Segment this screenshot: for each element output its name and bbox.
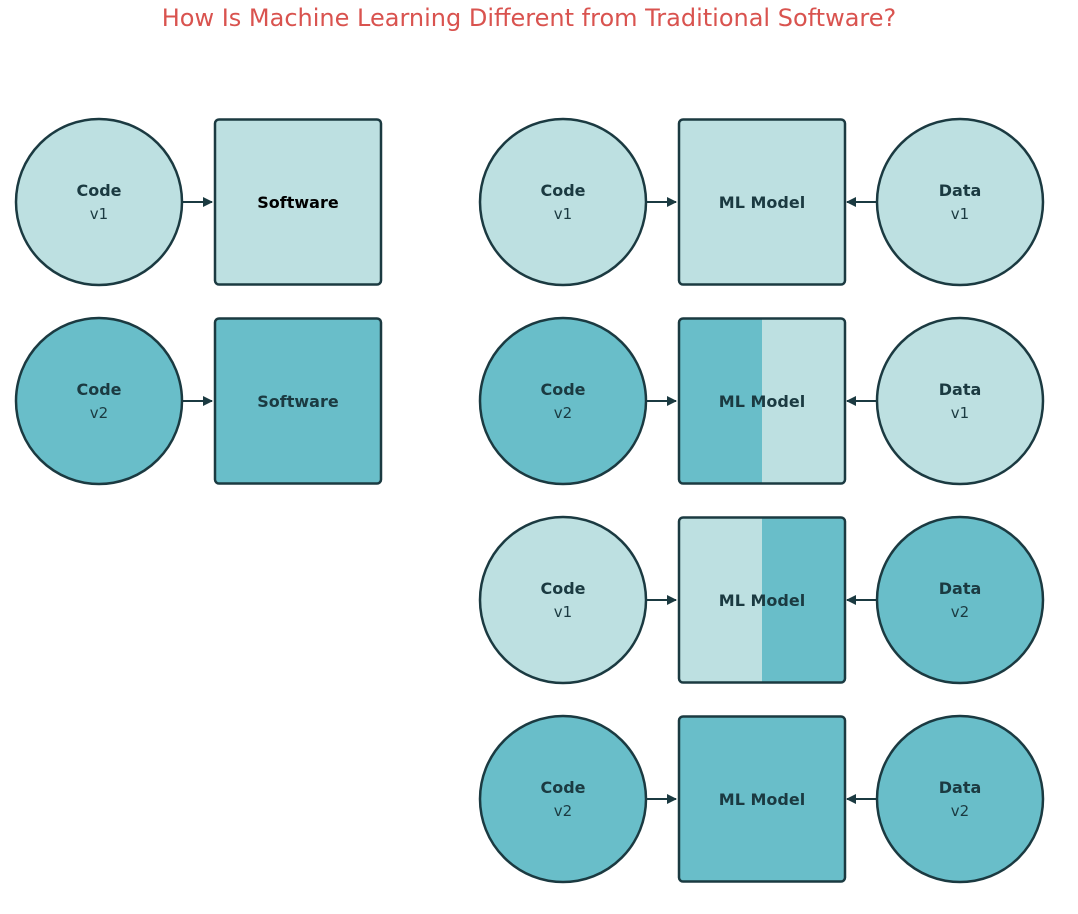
ml-row-2-model-fill-v1	[762, 318, 845, 484]
ml-row-2-data-version: v1	[951, 404, 969, 422]
ml-row-2-data-circle	[875, 316, 1045, 486]
ml-row-2-model-box	[677, 317, 847, 485]
ml-row-2-data-label: Data	[939, 380, 982, 399]
ml-row-3-data-circle	[875, 515, 1045, 685]
traditional-row-2-software-box	[213, 317, 383, 485]
traditional-row-1-code-version: v1	[90, 205, 108, 223]
ml-row-3-data-label: Data	[939, 579, 982, 598]
ml-row-4-code-label: Code	[540, 778, 585, 797]
ml-row-3-data-version: v2	[951, 603, 969, 621]
ml-row-4-code-version: v2	[554, 802, 572, 820]
ml-row-2-code-version: v2	[554, 404, 572, 422]
ml-row-4-model-box	[677, 715, 847, 883]
ml-row-4-code-node: Code v2	[478, 714, 648, 884]
ml-row-4-data-version: v2	[951, 802, 969, 820]
ml-row-1-code-circle	[478, 117, 648, 287]
ml-row-2-code-label: Code	[540, 380, 585, 399]
ml-row-4-code-circle	[478, 714, 648, 884]
ml-row-2-data-node: Data v1	[875, 316, 1045, 486]
traditional-row-2-code-label: Code	[76, 380, 121, 399]
traditional-row-2-code-version: v2	[90, 404, 108, 422]
ml-row-2-code-circle	[478, 316, 648, 486]
ml-row-2-model-fill-v2	[679, 318, 763, 484]
ml-row-1-code-label: Code	[540, 181, 585, 200]
ml-row-4-data-label: Data	[939, 778, 982, 797]
ml-row-1-model-fill-v1	[679, 119, 845, 285]
ml-row-1-code-version: v1	[554, 205, 572, 223]
ml-row-3-model-fill-v1	[679, 517, 763, 683]
ml-row-3-data-node: Data v2	[875, 515, 1045, 685]
ml-row-4-model-node: ML Model	[677, 715, 847, 883]
traditional-row-2-code-circle	[14, 316, 184, 486]
ml-row-3-code-circle	[478, 515, 648, 685]
traditional-row-2-software-label: Software	[257, 392, 339, 411]
traditional-row-1-code-circle	[14, 117, 184, 287]
ml-row-1-code-node: Code v1	[478, 117, 648, 287]
ml-row-2-model-node: ML Model	[677, 317, 847, 485]
traditional-row-2-software-fill-v2	[215, 318, 381, 484]
ml-row-1-data-circle	[875, 117, 1045, 287]
traditional-row-1-code-node: Code v1	[14, 117, 184, 287]
ml-row-4-model-label: ML Model	[719, 790, 805, 809]
ml-row-1-data-version: v1	[951, 205, 969, 223]
traditional-row-1-code-label: Code	[76, 181, 121, 200]
ml-row-3-code-version: v1	[554, 603, 572, 621]
ml-row-1-model-box	[677, 118, 847, 286]
traditional-row-1-software-box	[213, 118, 383, 286]
diagram-title: How Is Machine Learning Different from T…	[161, 4, 897, 32]
traditional-row-2-software-node: Software	[213, 317, 383, 485]
ml-row-3-model-label: ML Model	[719, 591, 805, 610]
ml-row-2-code-node: Code v2	[478, 316, 648, 486]
ml-row-2-model-label: ML Model	[719, 392, 805, 411]
ml-row-1-data-node: Data v1	[875, 117, 1045, 287]
ml-row-1-model-label: ML Model	[719, 193, 805, 212]
ml-row-4-data-circle	[875, 714, 1045, 884]
traditional-row-1-software-fill-v1	[215, 119, 381, 285]
traditional-row-1-software-node: Software	[213, 118, 383, 286]
ml-row-3-model-node: ML Model	[677, 516, 847, 684]
ml-row-1-data-label: Data	[939, 181, 982, 200]
ml-row-3-code-node: Code v1	[478, 515, 648, 685]
traditional-row-2-code-node: Code v2	[14, 316, 184, 486]
traditional-row-1-software-label: Software	[257, 193, 339, 212]
ml-row-4-data-node: Data v2	[875, 714, 1045, 884]
ml-row-1-model-node: ML Model	[677, 118, 847, 286]
ml-row-3-code-label: Code	[540, 579, 585, 598]
ml-row-3-model-fill-v2	[762, 517, 845, 683]
ml-row-4-model-fill-v2	[679, 716, 845, 882]
ml-row-3-model-box	[677, 516, 847, 684]
